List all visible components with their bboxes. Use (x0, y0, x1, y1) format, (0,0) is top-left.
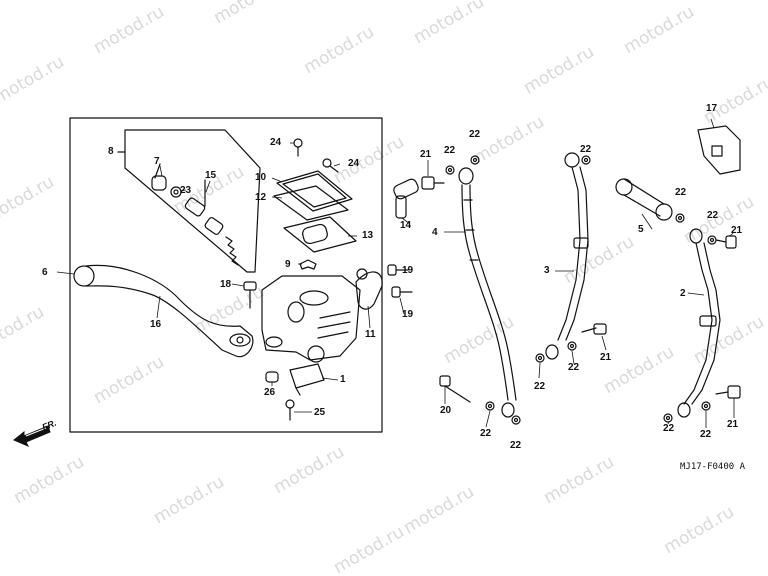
holder (355, 268, 383, 310)
bolt-20 (439, 375, 471, 403)
callout-15: 15 (205, 170, 217, 181)
callout-26: 26 (264, 387, 276, 398)
brake-hose-3 (545, 152, 589, 360)
callout-4: 4 (432, 227, 438, 238)
piston-cap (151, 163, 167, 191)
callout-14: 14 (400, 220, 412, 231)
pivot-bolt (243, 281, 257, 309)
callout-2: 2 (680, 288, 686, 299)
master-cylinder-body (261, 275, 361, 363)
callout-6: 6 (42, 267, 48, 278)
diaphragm-plate (273, 185, 349, 221)
brake-switch (289, 363, 325, 396)
callout-22-a: 22 (444, 145, 456, 156)
callout-21-bottom: 21 (727, 419, 739, 430)
callout-22-f: 22 (534, 381, 546, 392)
diagram-code: MJ17-F0400 A (680, 462, 746, 472)
callout-21-mid: 21 (600, 352, 612, 363)
clip-9 (299, 259, 317, 270)
callout-19-lower: 19 (402, 309, 414, 320)
reservoir-cap (276, 170, 353, 212)
callout-22-d: 22 (675, 187, 687, 198)
leader-lines (56, 118, 735, 428)
brake-hose-2 (677, 228, 721, 418)
callout-8: 8 (108, 146, 114, 157)
callout-24-top: 24 (270, 137, 282, 148)
callout-11: 11 (365, 329, 376, 340)
front-direction-arrow (13, 425, 51, 447)
bolt-19-lower (391, 286, 413, 298)
assembly-frame (69, 117, 383, 433)
callout-20: 20 (440, 405, 452, 416)
switch-cap (265, 371, 279, 383)
callout-1: 1 (340, 374, 346, 385)
callout-13: 13 (362, 230, 374, 241)
hose-joint (393, 178, 419, 219)
callout-22-k: 22 (700, 429, 712, 440)
piston-set (184, 179, 239, 266)
diaphragm (283, 216, 357, 253)
callout-18: 18 (220, 279, 232, 290)
callout-10: 10 (255, 172, 267, 183)
bracket-17 (697, 125, 741, 175)
brake-lever (73, 264, 254, 358)
callout-5: 5 (638, 224, 644, 235)
bolt-21-right (715, 235, 737, 249)
switch-screw (285, 399, 295, 421)
callout-21-top: 21 (420, 149, 432, 160)
brake-hose-4 (458, 167, 517, 418)
callout-23: 23 (180, 185, 192, 196)
group-bracket-8 (124, 129, 261, 273)
circlip (170, 186, 182, 198)
callout-24-right: 24 (348, 158, 360, 169)
callout-22-e: 22 (707, 210, 719, 221)
callout-21-right: 21 (731, 225, 743, 236)
hose-guide (615, 178, 673, 221)
callout-17: 17 (706, 103, 718, 114)
bolt-21-bottom (715, 385, 741, 399)
bolt-21-top (421, 176, 445, 190)
callout-22-h: 22 (480, 428, 492, 439)
bolt-21-mid (581, 323, 607, 335)
screw-24-right (322, 158, 339, 173)
callout-12: 12 (255, 192, 267, 203)
callout-3: 3 (544, 265, 550, 276)
callout-22-j: 22 (663, 423, 675, 434)
callout-9: 9 (285, 259, 291, 270)
callout-22-i: 22 (510, 440, 522, 451)
callout-25: 25 (314, 407, 326, 418)
callout-22-b: 22 (469, 129, 481, 140)
callout-19-upper: 19 (402, 265, 414, 276)
callout-22-c: 22 (580, 144, 592, 155)
callout-7: 7 (154, 156, 160, 167)
washer-22 (445, 155, 717, 425)
screw-24-top (293, 138, 303, 157)
callout-16: 16 (150, 319, 162, 330)
callout-22-g: 22 (568, 362, 580, 373)
